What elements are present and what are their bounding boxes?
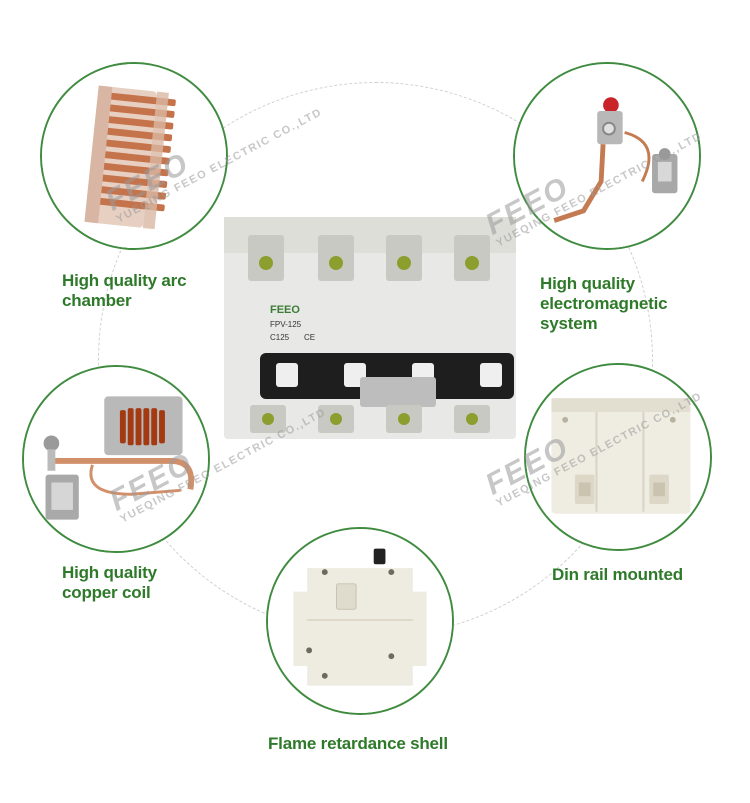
ce-mark-text: CE xyxy=(304,333,315,342)
arc-chamber-label: High quality arc chamber xyxy=(62,271,187,310)
product-rating-text: C125 xyxy=(270,333,290,342)
electromagnetic-system-photo xyxy=(513,62,701,250)
electromagnetic-system-label: High quality electromagnetic system xyxy=(540,274,668,333)
circuit-breaker-product: FEEO FPV-125 C125 CE xyxy=(220,213,520,443)
arc-chamber-icon xyxy=(42,64,226,248)
breaker-shell-photo xyxy=(266,527,454,715)
breaker-shell-label: Flame retardance shell xyxy=(268,734,448,753)
din-rail-photo xyxy=(524,363,712,551)
circuit-breaker-icon: FEEO FPV-125 C125 CE xyxy=(224,217,516,439)
product-model-text: FPV-125 xyxy=(270,320,302,329)
copper-coil-photo xyxy=(22,365,210,553)
din-rail-label: Din rail mounted xyxy=(552,565,683,584)
electromagnetic-system-icon xyxy=(515,64,699,248)
product-brand-text: FEEO xyxy=(270,304,300,316)
copper-coil-icon xyxy=(24,367,208,551)
din-rail-back-icon xyxy=(526,365,710,549)
arc-chamber-photo xyxy=(40,62,228,250)
breaker-shell-icon xyxy=(268,529,452,713)
copper-coil-label: High quality copper coil xyxy=(62,563,157,602)
